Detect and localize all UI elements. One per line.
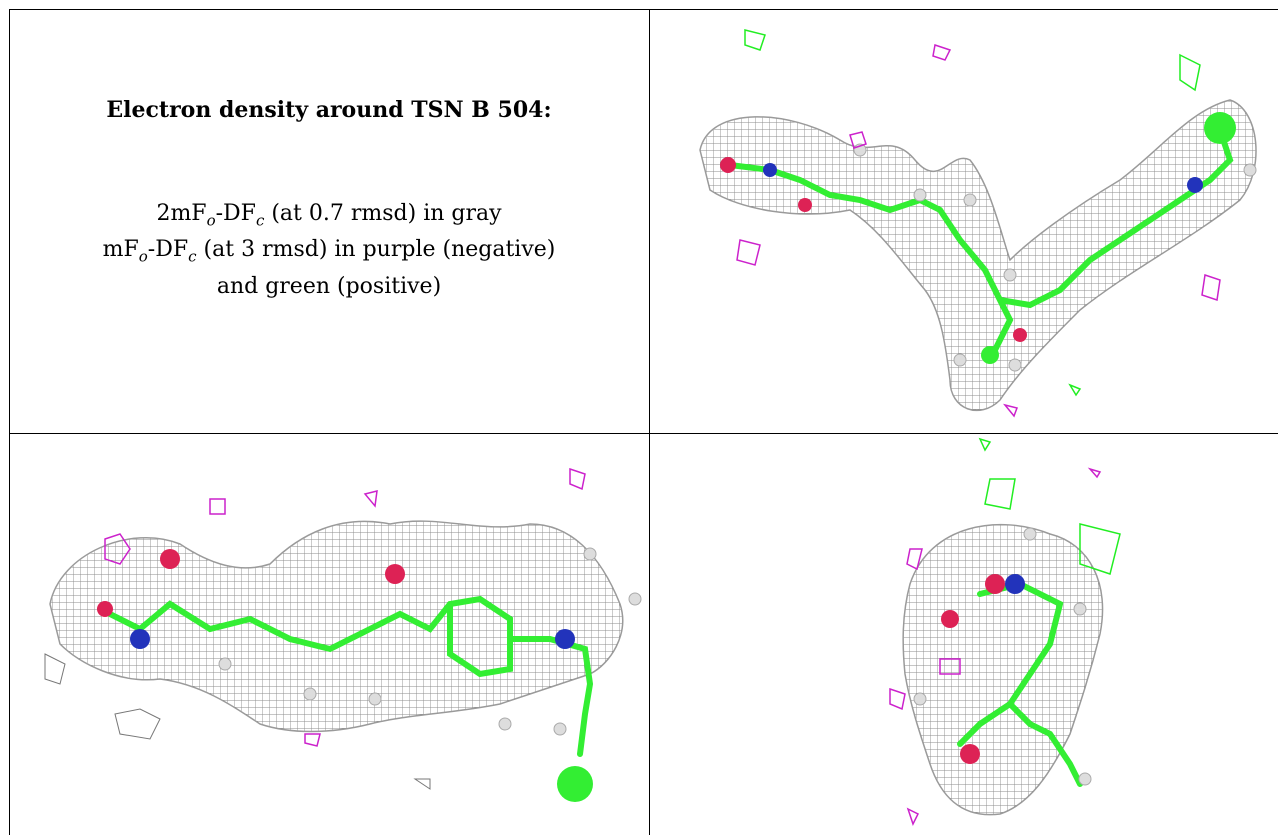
density-view-bottom-left bbox=[10, 434, 649, 835]
figure-table: Electron density around TSN B 504: 2mFo-… bbox=[9, 9, 1278, 835]
density-view-top-right bbox=[650, 10, 1278, 433]
negative-density-blobs bbox=[736, 44, 1221, 418]
molecule-render-1 bbox=[699, 29, 1257, 418]
legend-line-gray: 2mFo-DFc (at 0.7 rmsd) in gray bbox=[156, 201, 502, 230]
table-border-left bbox=[9, 9, 10, 835]
gray-noise-blobs bbox=[44, 653, 431, 790]
gray-density-mesh bbox=[699, 99, 1257, 411]
legend-line-positive: and green (positive) bbox=[216, 273, 442, 299]
atoms bbox=[720, 112, 1257, 372]
atoms bbox=[97, 547, 642, 802]
negative-density-blobs bbox=[889, 467, 1102, 826]
legend-line-difference: mFo-DFc (at 3 rmsd) in purple (negative) bbox=[102, 237, 556, 266]
ligand-stick-model bbox=[957, 580, 1083, 787]
figure-description: 2mFo-DFc (at 0.7 rmsd) in gray mFo-DFc (… bbox=[9, 199, 649, 302]
figure-title: Electron density around TSN B 504: bbox=[106, 97, 552, 123]
positive-density-blobs bbox=[744, 29, 1201, 397]
atoms bbox=[913, 527, 1092, 786]
ligand-stick-model bbox=[97, 595, 594, 757]
table-border-middle bbox=[649, 9, 650, 835]
positive-density-blobs bbox=[978, 437, 1121, 575]
molecule-render-2 bbox=[44, 467, 642, 802]
molecule-render-3 bbox=[889, 437, 1121, 826]
negative-density-blobs bbox=[104, 467, 586, 747]
table-border-top bbox=[9, 9, 1278, 10]
gray-density-mesh bbox=[49, 520, 624, 733]
table-border-row bbox=[9, 433, 1278, 434]
caption-cell: Electron density around TSN B 504: 2mFo-… bbox=[9, 9, 649, 433]
density-view-bottom-right bbox=[650, 434, 1278, 835]
